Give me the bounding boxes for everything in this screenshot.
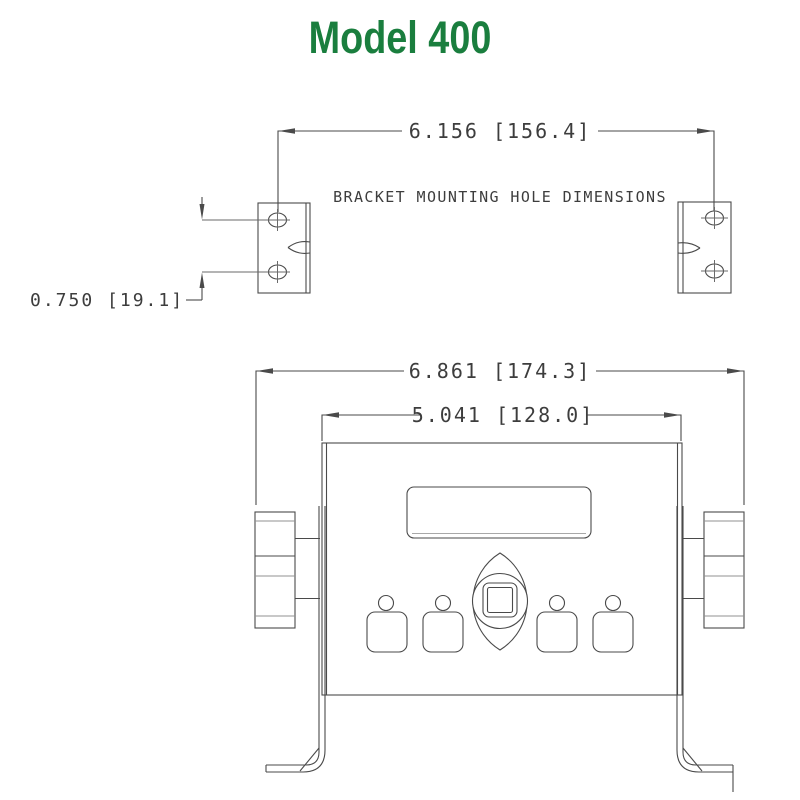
panel-button-1	[366, 611, 408, 653]
dimension-body-width: 5.041 [128.0]	[321, 403, 682, 441]
dimension-hole-span: 6.156 [156.4]	[277, 119, 715, 212]
left-mounting-bracket	[257, 202, 311, 294]
right-foot-gusset	[682, 747, 703, 772]
bracket-caption: BRACKET MOUNTING HOLE DIMENSIONS	[333, 188, 667, 206]
nav-lens-shape	[472, 552, 528, 651]
mounting-feet	[265, 506, 734, 792]
page-title: Model 400	[308, 12, 492, 63]
panel-button-3	[536, 611, 578, 653]
dim-hole-spacing-text: 0.750 [19.1]	[30, 290, 184, 311]
dim-hole-span-text: 6.156 [156.4]	[409, 119, 592, 143]
led-indicator-4	[604, 594, 622, 612]
dim-body-width-text: 5.041 [128.0]	[412, 403, 595, 427]
right-mounting-bracket	[677, 201, 732, 294]
dim-overall-width-text: 6.861 [174.3]	[409, 359, 592, 383]
left-bracket-slot	[287, 241, 311, 254]
right-knob	[683, 511, 745, 629]
panel-button-2	[422, 611, 464, 653]
dimension-overall-width: 6.861 [174.3]	[255, 359, 745, 505]
right-bracket-slot	[677, 242, 701, 254]
panel-buttons	[366, 594, 634, 653]
led-indicator-2	[434, 594, 452, 612]
left-foot-gusset	[299, 747, 320, 772]
nav-rocker-control	[471, 552, 529, 651]
device-body	[321, 442, 683, 696]
dimension-hole-spacing: 0.750 [19.1]	[30, 197, 290, 311]
led-indicator-3	[548, 594, 566, 612]
display-window	[406, 486, 592, 539]
led-indicator-1	[377, 594, 395, 612]
panel-button-4	[592, 611, 634, 653]
left-knob	[254, 511, 320, 629]
nav-center-button	[482, 582, 518, 618]
